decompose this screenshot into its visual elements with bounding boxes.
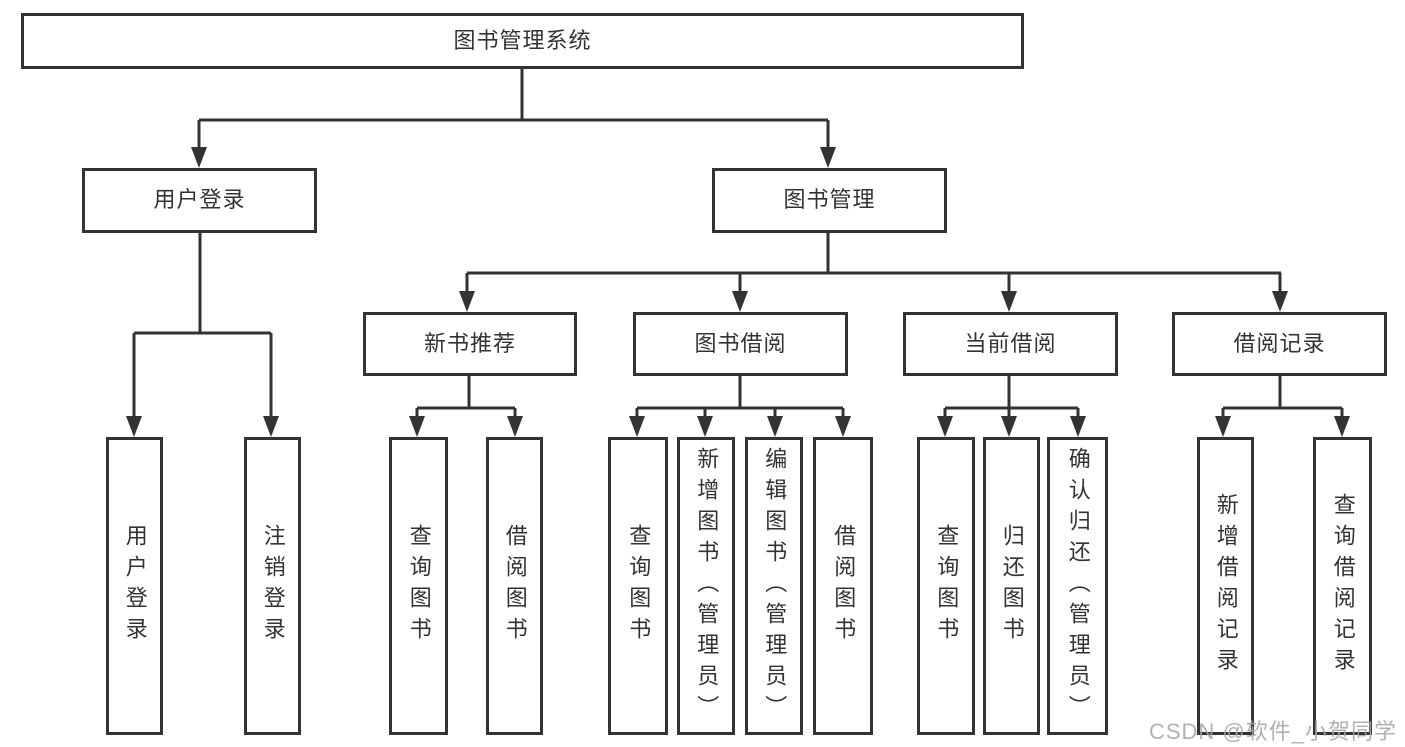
arrowhead-down-icon [697,416,713,437]
node-leaf-query-book-2: 查询图书 [608,437,668,735]
arrowhead-down-icon [629,416,645,437]
node-current-borrow: 当前借阅 [903,312,1118,376]
node-leaf-add-borrow-record: 新增借阅记录 [1197,437,1254,735]
node-leaf-query-borrow-record: 查询借阅记录 [1313,437,1372,735]
node-leaf-borrow-book-2: 借阅图书 [813,437,873,735]
arrowhead-down-icon [191,147,207,168]
watermark: CSDN @软件_小贺同学 [1148,719,1397,744]
arrowhead-down-icon [835,416,851,437]
node-leaf-return-book: 归还图书 [983,437,1040,735]
node-leaf-logout: 注销登录 [244,437,301,735]
arrowhead-down-icon [126,416,142,437]
arrowhead-down-icon [1001,416,1017,437]
arrowhead-down-icon [820,147,836,168]
arrowhead-down-icon [732,291,748,312]
node-leaf-edit-book: 编辑图书（管理员） [745,437,803,735]
arrowhead-down-icon [263,416,279,437]
arrowhead-down-icon [1001,291,1017,312]
node-leaf-query-book-1: 查询图书 [389,437,448,735]
node-borrow-records: 借阅记录 [1172,312,1387,376]
arrowhead-down-icon [937,416,953,437]
node-leaf-user-login: 用户登录 [106,437,163,735]
node-root: 图书管理系统 [21,13,1024,69]
node-leaf-confirm-return: 确认归还（管理员） [1047,437,1108,735]
node-book-borrow: 图书借阅 [633,312,848,376]
arrowhead-down-icon [409,416,425,437]
node-book-mgmt-group: 图书管理 [712,168,947,233]
arrowhead-down-icon [1272,291,1288,312]
arrowhead-down-icon [459,291,475,312]
node-leaf-query-book-3: 查询图书 [917,437,975,735]
node-leaf-borrow-book-1: 借阅图书 [486,437,543,735]
node-leaf-add-book: 新增图书（管理员） [677,437,735,735]
node-new-book-rec: 新书推荐 [363,312,577,376]
node-user-login-group: 用户登录 [82,168,317,233]
arrowhead-down-icon [1334,416,1350,437]
arrowhead-down-icon [1070,416,1086,437]
arrowhead-down-icon [1215,416,1231,437]
arrowhead-down-icon [507,416,523,437]
arrowhead-down-icon [767,416,783,437]
